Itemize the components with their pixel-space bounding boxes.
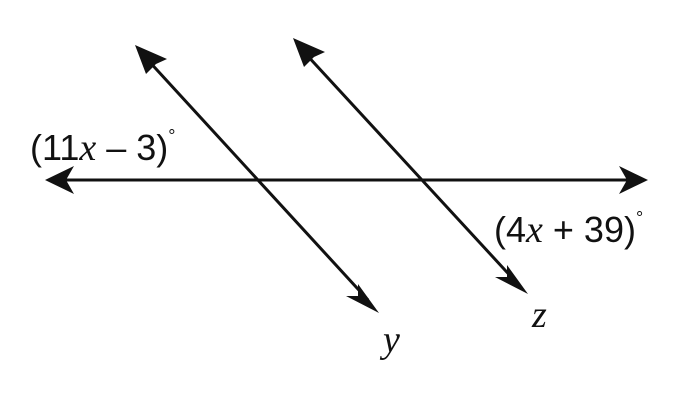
transversal-line [45,166,648,194]
arrowhead-z-top-icon [293,38,325,67]
angle-label-right: (4x + 39)° [494,208,643,251]
arrowhead-y-bottom-icon [346,284,379,313]
angle-label-left: (11x – 3)° [30,126,175,169]
line-z-label: z [531,294,547,336]
arrowhead-right-icon [619,166,648,194]
arrowhead-z-bottom-icon [495,265,528,294]
line-z [293,38,528,294]
line-y-label: y [379,319,400,361]
line-y [135,45,379,313]
arrowhead-left-icon [45,166,74,194]
arrowhead-y-top-icon [135,45,167,74]
